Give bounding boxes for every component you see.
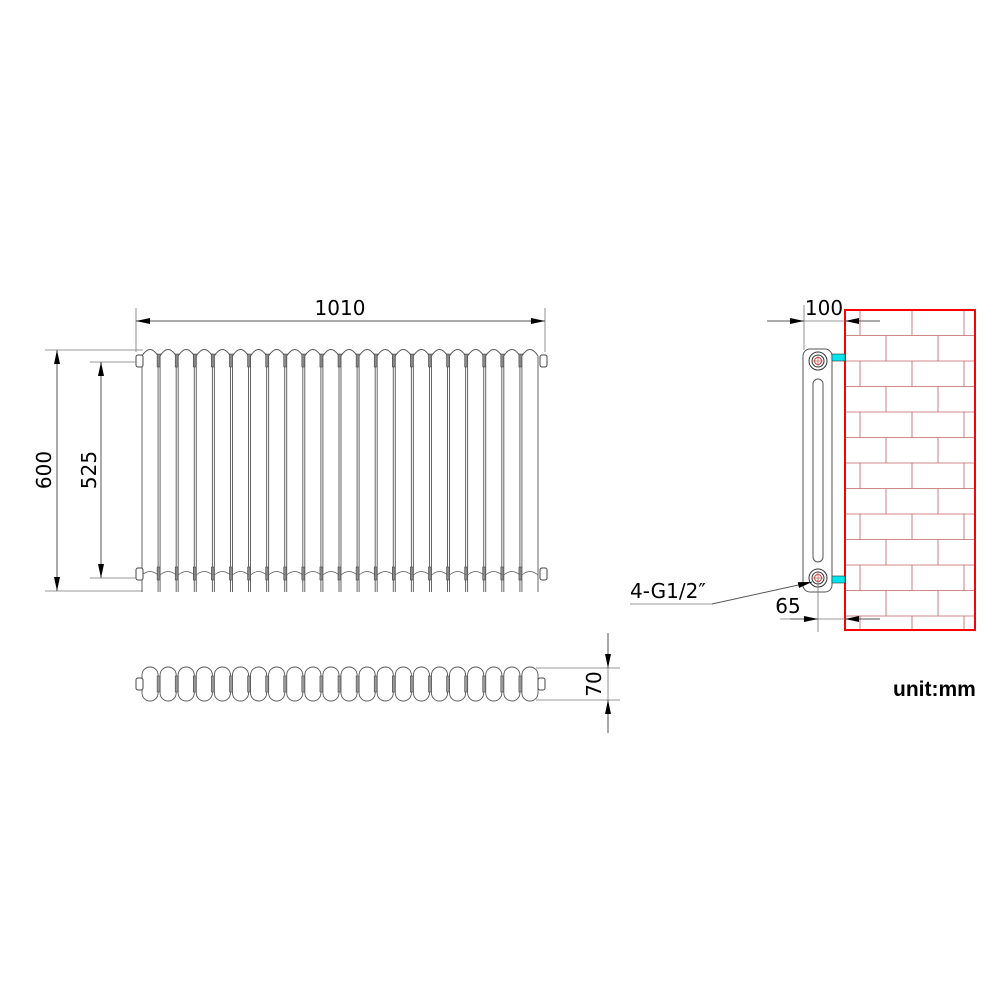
section-top [521, 666, 539, 702]
connection-callout: 4-G1/2″ [630, 579, 813, 605]
column-joint [521, 571, 539, 576]
radiator-column [503, 349, 521, 592]
column-joint [431, 571, 448, 576]
section-top [177, 666, 195, 702]
radiator-column [449, 349, 467, 592]
radiator-column [340, 349, 358, 592]
radiator-column [412, 349, 430, 592]
end-plug [539, 354, 548, 368]
radiator-column [141, 349, 159, 592]
column-joint [214, 571, 231, 576]
section-top [431, 666, 448, 702]
section-top [394, 666, 412, 702]
end-plug [135, 677, 144, 691]
column-joint [340, 571, 358, 576]
radiator-column [431, 349, 448, 592]
pipe-centers-dimension: 525 [77, 361, 136, 579]
radiator-column [250, 349, 268, 592]
column-joint [503, 571, 521, 576]
column-joint [268, 571, 285, 576]
wall-distance-label: 65 [775, 594, 800, 618]
section-top [412, 666, 430, 702]
side-depth-dimension: 100 [767, 296, 880, 350]
section-top [268, 666, 286, 702]
width-label: 1010 [315, 296, 366, 320]
column-joint [395, 571, 412, 576]
radiator-column [195, 349, 213, 592]
radiator-column [159, 349, 177, 592]
front-view [135, 349, 548, 592]
column-joint [376, 571, 394, 576]
radiator-column [485, 349, 503, 592]
column-joint [413, 571, 430, 576]
side-view [802, 348, 846, 593]
section-top [159, 666, 177, 702]
wall-distance-dimension: 65 [775, 578, 880, 632]
radiator-column [268, 349, 286, 592]
depth-dimension: 70 [536, 633, 620, 733]
radiator-column [467, 349, 485, 592]
section-top [213, 666, 231, 702]
unit-label: unit:mm [893, 678, 976, 701]
column-joint [304, 571, 322, 576]
radiator-column [358, 349, 376, 592]
section-top [141, 666, 159, 702]
section-top [322, 666, 340, 702]
section-top [195, 666, 213, 702]
column-joint [322, 571, 340, 576]
radiator-column [304, 349, 322, 592]
column-joint [449, 571, 466, 576]
radiator-column [521, 349, 539, 592]
end-plug [539, 567, 548, 581]
section-top [467, 666, 485, 702]
column-joint [467, 571, 484, 576]
bracket-top [831, 353, 846, 362]
end-plug [135, 567, 144, 581]
section-top [358, 666, 376, 702]
radiator-column [322, 349, 340, 592]
section-top [286, 666, 304, 702]
column-joint [485, 571, 503, 576]
section-top [449, 666, 467, 702]
section-top [232, 666, 249, 702]
brick-wall [844, 309, 976, 631]
column-joint [286, 571, 304, 576]
column-joint [177, 571, 195, 576]
height-dimension: 600 [32, 349, 143, 592]
radiator-column [376, 349, 394, 592]
top-view [135, 666, 546, 702]
pipe-centers-label: 525 [77, 451, 101, 489]
radiator-column [394, 349, 412, 592]
section-top [250, 666, 268, 702]
radiator-column [286, 349, 304, 592]
end-plug [135, 354, 144, 368]
radiator-column [177, 349, 195, 592]
connection-label: 4-G1/2″ [630, 579, 706, 603]
side-depth-label: 100 [805, 296, 843, 320]
pipe-connection-top [808, 351, 828, 371]
bracket-bottom [831, 575, 846, 584]
column-joint [232, 571, 249, 576]
section-top [304, 666, 322, 702]
section-top [340, 666, 358, 702]
width-dimension: 1010 [135, 296, 546, 352]
section-top [376, 666, 394, 702]
radiator-column [232, 349, 249, 592]
depth-label: 70 [582, 671, 606, 696]
column-joint [358, 571, 376, 576]
column-joint [250, 571, 267, 576]
radiator-column [213, 349, 231, 592]
section-top [503, 666, 521, 702]
column-joint [159, 571, 177, 576]
height-label: 600 [32, 451, 56, 489]
column-joint [196, 571, 213, 576]
section-top [485, 666, 503, 702]
end-plug [537, 677, 546, 691]
wall-outline [844, 309, 976, 631]
